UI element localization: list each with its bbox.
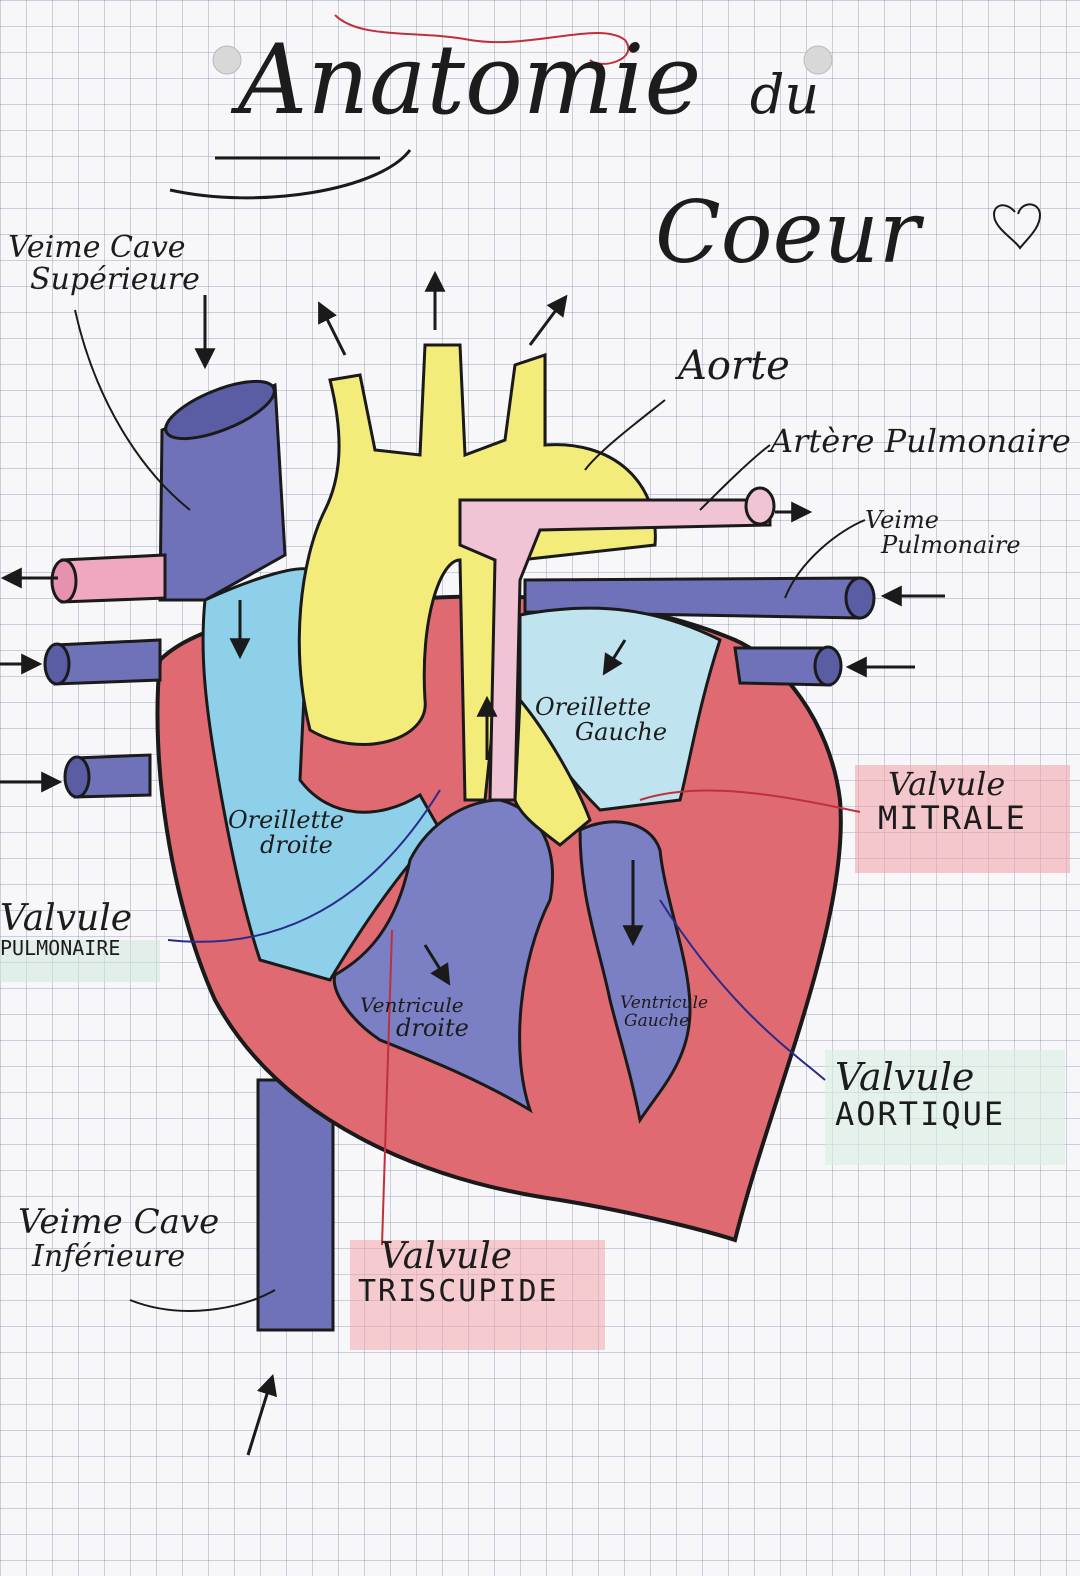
label-valvule-aortique-line2: AORTIQUE (835, 1094, 1006, 1133)
label-oreillette-droite-line2: droite (260, 831, 333, 860)
label-aorte: Aorte (678, 343, 790, 389)
label-veine-pulmonaire: Veime Pulmonaire (865, 506, 1021, 560)
veine-pulmonaire-gauche-opening-1 (43, 642, 71, 686)
label-valvule-pulmonaire-line2: PULMONAIRE (0, 935, 121, 960)
label-ventricule-gauche-line2: Gauche (624, 1010, 690, 1031)
label-veine-pulmonaire-line1: Veime (865, 506, 939, 534)
label-veine-cave-inferieure: Veime Cave Inférieure (18, 1202, 220, 1274)
veine-pulmonaire-opening-2 (813, 645, 843, 687)
label-veine-cave-inferieure-line2: Inférieure (32, 1238, 186, 1274)
label-oreillette-gauche-line1: Oreillette (535, 693, 652, 721)
title-word-anatomie: Anatomie (238, 24, 702, 136)
title-word-du: du (749, 63, 820, 126)
label-veine-cave-superieure-line1: Veime Cave (8, 230, 186, 265)
highlight-triscupide (350, 1240, 605, 1350)
highlight-mitrale (855, 765, 1070, 873)
highlight-pulmonaire (0, 940, 160, 982)
flow-arrow-aorte-1 (318, 301, 347, 356)
label-oreillette-droite-line1: Oreillette (228, 806, 345, 834)
flow-arrow-vci-in (246, 1373, 278, 1456)
label-ventricule-droite-line2: droite (396, 1014, 469, 1042)
leader-vci (129, 1289, 276, 1312)
label-oreillette-droite: Oreillette droite (228, 806, 345, 860)
leader-aortique (659, 899, 826, 1081)
leader-mitrale (639, 789, 861, 813)
label-valvule-mitrale-line2: MITRALE (878, 798, 1027, 837)
punch-hole-right (803, 45, 833, 75)
label-ventricule-droite: Ventricule droite (360, 995, 469, 1041)
label-ventricule-gauche-line1: Ventricule (620, 993, 709, 1013)
flow-arrow-vd (423, 944, 451, 986)
veine-pulmonaire-gauche-vessel-1 (53, 638, 162, 686)
label-oreillette-gauche: Oreillette Gauche (535, 693, 668, 747)
title-line2: Coeur (655, 183, 920, 283)
artere-pulmonaire-droite-vessel (60, 553, 167, 604)
artere-pulmonaire-droite-opening (50, 558, 78, 604)
label-valvule-pulmonaire: Valvule PULMONAIRE (0, 900, 132, 959)
title-swash (169, 149, 412, 200)
leader-vcs (74, 309, 191, 511)
ventricule-gauche (578, 820, 692, 1124)
punch-hole-left (212, 45, 242, 75)
leader-vp (784, 519, 866, 599)
veine-pulmonaire-gauche-opening-2 (63, 755, 91, 799)
title-red-flourish (334, 14, 630, 65)
veine-pulmonaire-opening-1 (844, 576, 876, 620)
label-valvule-pulmonaire-line1: Valvule (0, 898, 133, 939)
label-valvule-triscupide-line1: Valvule (380, 1236, 513, 1277)
label-veine-pulmonaire-line2: Pulmonaire (881, 531, 1021, 560)
label-valvule-triscupide: Valvule TRISCUPIDE (358, 1238, 559, 1307)
label-veine-cave-superieure: Veime Cave Supérieure (8, 232, 200, 295)
flow-arrow-aorte-3 (528, 294, 568, 346)
label-valvule-triscupide-line2: TRISCUPIDE (358, 1273, 559, 1309)
leader-aorte (584, 399, 666, 471)
label-oreillette-gauche-line2: Gauche (575, 718, 668, 747)
label-valvule-aortique-line1: Valvule (835, 1055, 975, 1099)
leader-pulmonaire (167, 789, 441, 943)
aorte-vessel (297, 343, 657, 802)
label-valvule-mitrale: Valvule MITRALE (878, 765, 1027, 837)
label-veine-cave-superieure-line2: Supérieure (30, 261, 200, 297)
label-veine-cave-inferieure-line1: Veime Cave (18, 1202, 220, 1242)
label-ventricule-droite-line1: Ventricule (360, 993, 464, 1017)
label-valvule-aortique: Valvule AORTIQUE (835, 1055, 1006, 1133)
flow-arrow-og (602, 639, 627, 676)
heart-doodle (993, 203, 1042, 250)
racine-aortique (513, 696, 592, 847)
leader-triscupide (381, 929, 393, 1246)
artere-pulmonaire-opening (744, 486, 776, 526)
label-ventricule-gauche: Ventricule Gauche (620, 993, 709, 1031)
title-line1: Anatomie du (238, 30, 819, 131)
veine-cave-superieure-opening (164, 379, 276, 441)
label-valvule-mitrale-line1: Valvule (888, 765, 1006, 803)
label-artere-pulmonaire: Artère Pulmonaire (770, 422, 1071, 460)
leader-ap (699, 444, 771, 511)
highlight-aortique (825, 1050, 1065, 1165)
